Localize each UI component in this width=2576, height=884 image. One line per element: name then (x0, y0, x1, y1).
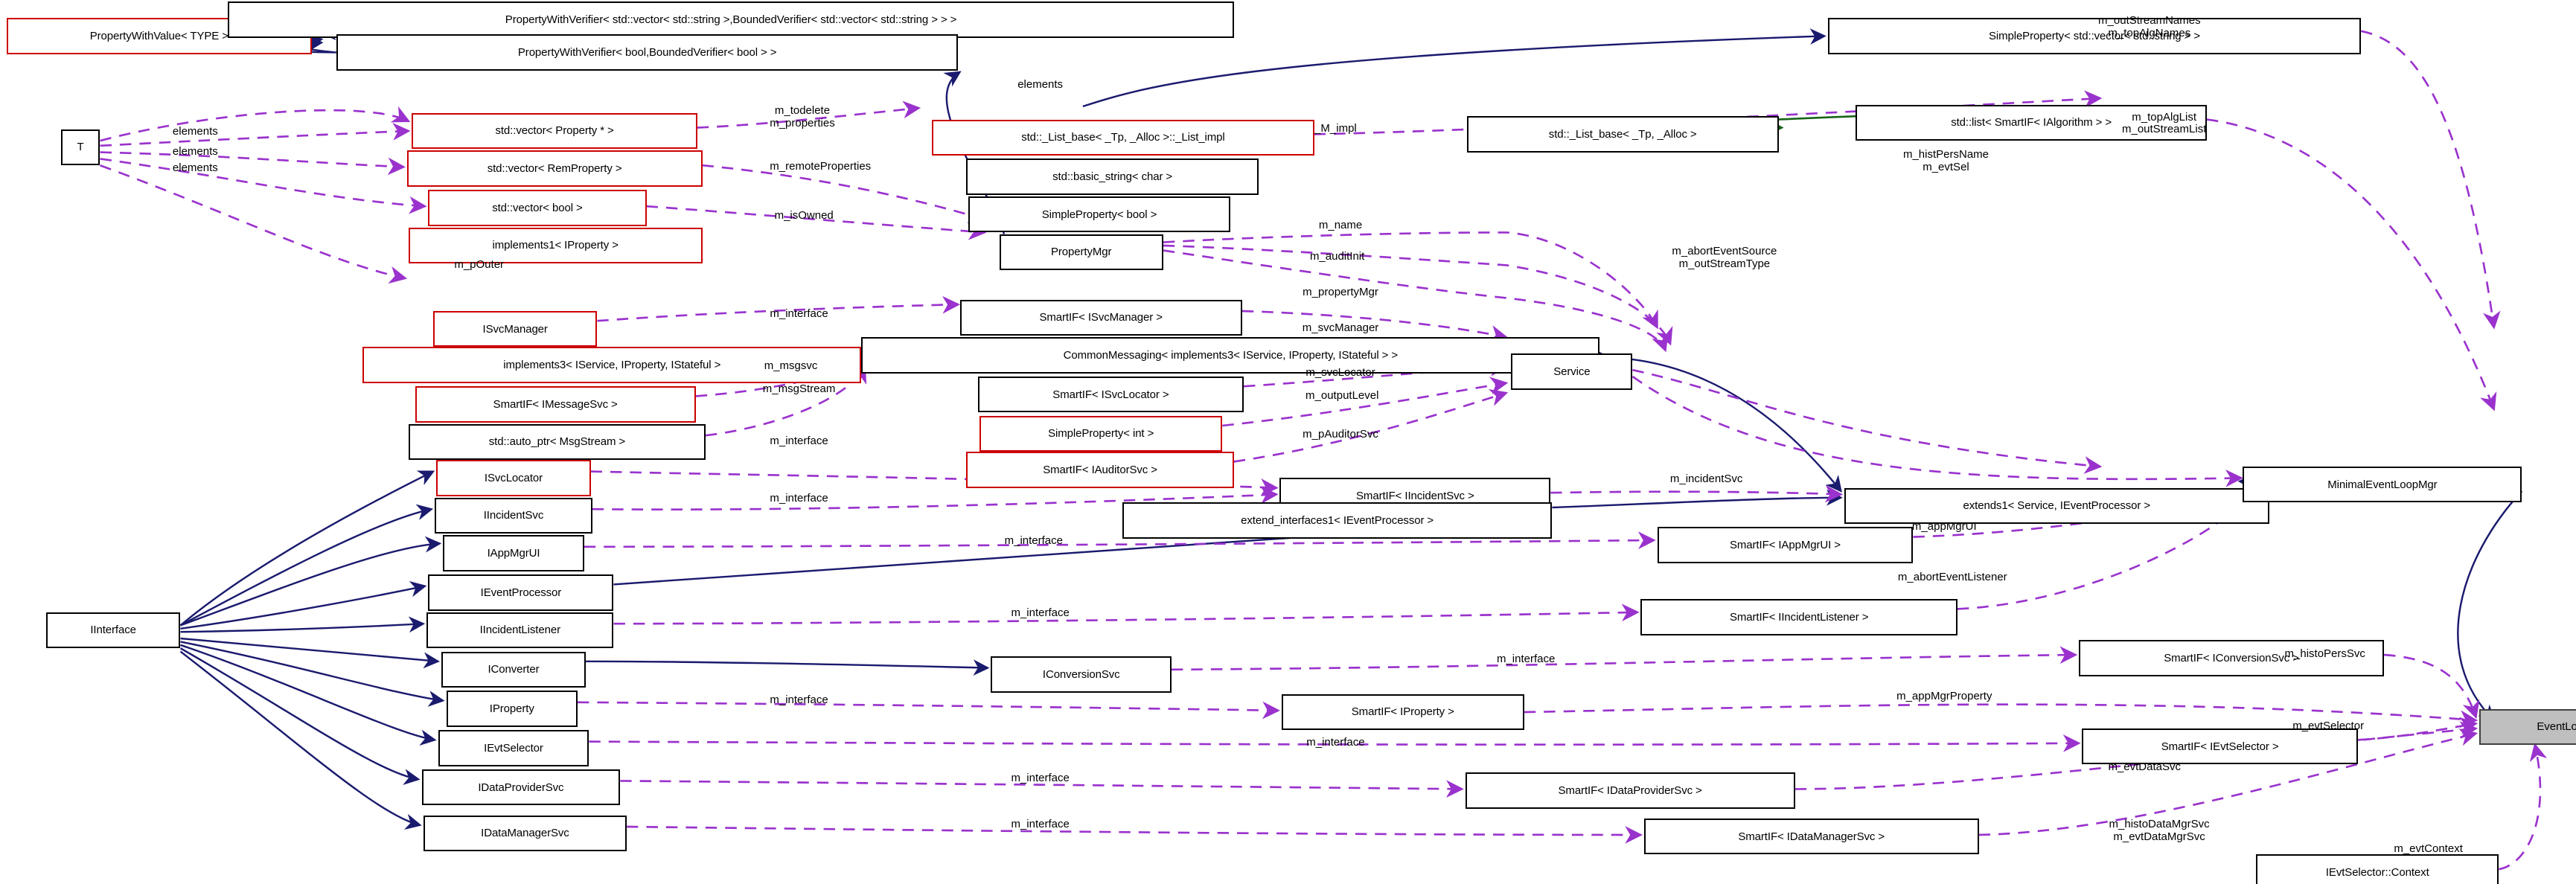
edge-label-interface_8: m_interface (1306, 736, 1365, 749)
edge-label-interface_9: m_interface (1011, 772, 1070, 785)
edge-label-mimpl: _M_impl (1314, 122, 1357, 135)
class-node-iconversionsvc[interactable]: IConversionSvc (991, 656, 1172, 693)
edge-label-interface_4: m_interface (1004, 534, 1063, 548)
edge-label-evtdatasvc: m_evtDataSvc (2108, 760, 2181, 773)
class-node-smartif_iappmgrui[interactable]: SmartIF< IAppMgrUI > (1657, 527, 1914, 563)
edge-label-abortevtlistener: m_abortEventListener (1897, 570, 2007, 583)
class-node-smartif_iprop[interactable]: SmartIF< IProperty > (1281, 694, 1524, 731)
edge-label-evtselector: m_evtSelector (2292, 720, 2365, 732)
edge-label-elements_3: elements (172, 161, 218, 174)
edge-label-interface_2: m_interface (770, 435, 828, 448)
class-node-listbase[interactable]: std::_List_base< _Tp, _Alloc > (1466, 116, 1779, 153)
class-node-iappmgrui[interactable]: IAppMgrUI (443, 535, 584, 571)
class-node-iincidentsvc[interactable]: IIncidentSvc (435, 497, 592, 534)
edge-label-name: m_name (1318, 218, 1363, 231)
edge-label-isowned: m_isOwned (774, 208, 834, 222)
class-node-idataprovidersvc[interactable]: IDataProviderSvc (421, 769, 621, 806)
edge-label-appmgrproperty: m_appMgrProperty (1896, 690, 1992, 703)
edge-label-histodatamgr: m_histoDataMgrSvc m_evtDataMgrSvc (2109, 818, 2210, 843)
edge-label-interface_10: m_interface (1011, 818, 1070, 830)
edge-label-interface_3: m_interface (770, 492, 828, 505)
class-node-smartif_idatamgr[interactable]: SmartIF< IDataManagerSvc > (1643, 819, 1979, 855)
class-node-pwv_vecstr[interactable]: PropertyWithVerifier< std::vector< std::… (228, 1, 1234, 38)
edge-label-auditinit: m_auditInit (1309, 249, 1365, 263)
class-node-smartif_iaudit[interactable]: SmartIF< IAuditorSvc > (966, 452, 1234, 488)
class-node-idatamanagersvc[interactable]: IDataManagerSvc (423, 815, 627, 851)
edge-label-interface_6: m_interface (1496, 652, 1556, 665)
edge-label-evtcontext: m_evtContext (2394, 842, 2463, 855)
edge-label-interface_5: m_interface (1011, 606, 1070, 620)
class-node-ievtselector[interactable]: IEvtSelector (438, 730, 589, 766)
class-node-iproperty[interactable]: IProperty (446, 691, 578, 727)
class-node-smartif_iinclist[interactable]: SmartIF< IIncidentListener > (1640, 599, 1957, 635)
class-node-smartif_isvcmgr[interactable]: SmartIF< ISvcManager > (959, 299, 1242, 336)
class-node-smartif_iconvsvc[interactable]: SmartIF< IConversionSvc > (2079, 640, 2385, 676)
edge-label-pouter: m_pOuter (454, 257, 505, 271)
class-node-service[interactable]: Service (1511, 353, 1633, 390)
class-node-iincidentlistener[interactable]: IIncidentListener (426, 612, 614, 649)
edge-label-propertymgr: m_propertyMgr (1303, 286, 1378, 298)
class-node-listimpl[interactable]: std::_List_base< _Tp, _Alloc >::_List_im… (932, 119, 1314, 156)
class-node-ievtsel_ctx[interactable]: IEvtSelector::Context (2256, 854, 2499, 884)
edge-label-interface_1: m_interface (770, 307, 828, 320)
edge-label-elements_2: elements (172, 144, 218, 158)
edge-label-histoperssvc: m_histoPersSvc (2284, 647, 2365, 661)
class-node-simpleprop_bool[interactable]: SimpleProperty< bool > (968, 196, 1231, 233)
class-node-eventloopmgr[interactable]: EventLoopMgr (2478, 708, 2576, 745)
edge-label-paudit: m_pAuditorSvc (1303, 428, 1378, 441)
class-node-basicstring[interactable]: std::basic_string< char > (966, 158, 1259, 195)
edge-label-abortevtsource: m_abortEventSource m_outStreamType (1672, 245, 1777, 270)
class-node-extends1[interactable]: extends1< Service, IEventProcessor > (1844, 487, 2269, 524)
edge-label-svclocator: m_svcLocator (1305, 365, 1375, 379)
class-node-iconverter[interactable]: IConverter (441, 651, 586, 688)
edge-label-todelete: m_todelete m_properties (770, 103, 835, 129)
edge-label-outstreamnames: m_outStreamNames m_topAlgNames (2098, 13, 2201, 39)
edge-label-elements_4: elements (1017, 77, 1064, 91)
class-node-list_smartif_ialg[interactable]: std::list< SmartIF< IAlgorithm > > (1856, 104, 2207, 141)
edge-label-incidentsvc: m_incidentSvc (1669, 472, 1743, 485)
class-node-isvclocator[interactable]: ISvcLocator (436, 460, 591, 496)
class-node-smartif_ievtsel[interactable]: SmartIF< IEvtSelector > (2082, 728, 2358, 765)
class-node-iinterface[interactable]: IInterface (45, 612, 181, 649)
edge-label-remoteprops: m_remoteProperties (770, 159, 872, 173)
class-node-commonmsg[interactable]: CommonMessaging< implements3< IService, … (861, 337, 1600, 374)
class-node-ieventprocessor[interactable]: IEventProcessor (428, 574, 614, 611)
edge-label-msgsvc: m_msgsvc (764, 359, 818, 372)
class-node-ext_ifaces1[interactable]: extend_interfaces1< IEventProcessor > (1122, 502, 1553, 539)
class-node-vec_remprop[interactable]: std::vector< RemProperty > (406, 150, 703, 187)
edge-label-msgstream: m_msgStream (762, 382, 836, 395)
edge-label-outputlevel: m_outputLevel (1305, 388, 1379, 402)
class-node-vec_prop[interactable]: std::vector< Property * > (412, 112, 697, 150)
class-node-simpleprop_vecstr[interactable]: SimpleProperty< std::vector< std::string… (1827, 18, 2362, 54)
class-node-autoptr_msg[interactable]: std::auto_ptr< MsgStream > (408, 423, 706, 461)
edge-label-interface_7: m_interface (770, 693, 828, 706)
class-node-simpleprop_int[interactable]: SimpleProperty< int > (979, 415, 1223, 452)
class-node-vec_bool[interactable]: std::vector< bool > (428, 190, 647, 226)
class-node-isvcmanager[interactable]: ISvcManager (432, 311, 598, 347)
edge-label-elements_1: elements (172, 125, 218, 138)
class-node-smartif_imsgsvc[interactable]: SmartIF< IMessageSvc > (415, 386, 696, 423)
class-node-pwv_bool[interactable]: PropertyWithVerifier< bool,BoundedVerifi… (336, 34, 959, 71)
class-node-impl3[interactable]: implements3< IService, IProperty, IState… (362, 347, 862, 383)
class-node-minimaleventloopmgr[interactable]: MinimalEventLoopMgr (2243, 467, 2522, 503)
class-node-T[interactable]: T (60, 129, 100, 166)
edge-label-appmgrui: m_appMgrUI (1911, 519, 1977, 533)
class-node-smartif_idataprov[interactable]: SmartIF< IDataProviderSvc > (1465, 772, 1795, 809)
edge-label-topalglist: m_topAlgList m_outStreamList (2121, 110, 2207, 136)
class-node-smartif_isvcloc[interactable]: SmartIF< ISvcLocator > (977, 377, 1244, 413)
edge-label-svcmanager: m_svcManager (1302, 321, 1379, 335)
class-node-impl1_iprop[interactable]: implements1< IProperty > (408, 227, 703, 264)
edge-label-histpersname: m_histPersName m_evtSel (1902, 148, 1989, 173)
class-node-propertymgr[interactable]: PropertyMgr (999, 234, 1163, 270)
